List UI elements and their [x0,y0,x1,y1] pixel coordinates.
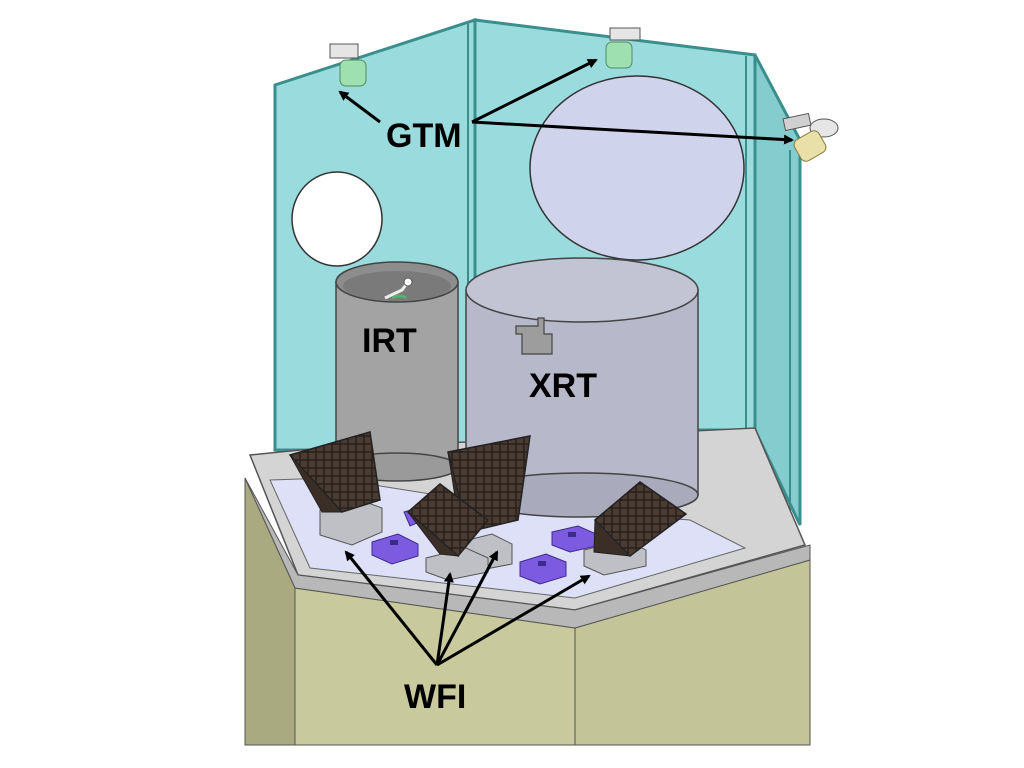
gtm-detector-left [329,43,367,87]
gtm-detector-center [605,27,641,69]
wfi-label: WFI [404,678,466,716]
wfi-module-3 [406,483,490,581]
irt-label: IRT [362,322,417,360]
gtm-detector-right [782,112,839,162]
gtm-label: GTM [386,117,462,155]
gtm-arrows [338,58,794,145]
xrt-label: XRT [529,367,597,405]
wfi-module-1 [288,431,383,546]
wfi-module-4 [583,481,688,576]
bus-body [244,477,811,746]
electronics-boxes [371,507,597,585]
xrt-aperture [529,75,745,261]
wfi-arrows [344,550,591,667]
irt-aperture [291,171,383,267]
